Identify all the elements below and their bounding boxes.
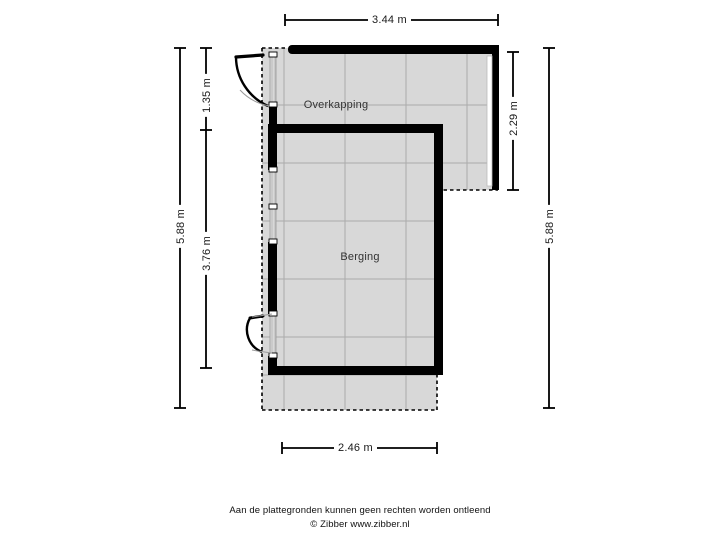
wall-berging-bottom — [268, 366, 443, 375]
wall-right-wing — [492, 45, 499, 190]
window-cap-bot-2 — [268, 238, 278, 245]
window-cap-bot-3 — [268, 352, 278, 359]
door-swing-group — [234, 53, 273, 354]
wall-group — [268, 45, 499, 375]
wall-berging-left-lower — [268, 356, 277, 375]
door-arc-top-thin — [239, 89, 271, 107]
door-arc-bottom-thin — [251, 313, 273, 318]
window-cap-top-1 — [268, 51, 278, 58]
dimension-label-left-inner-top: 1.35 m — [199, 74, 216, 117]
door-arc-bottom — [245, 317, 263, 354]
room-label-overkapping: Overkapping — [303, 99, 369, 111]
floor-fill-group — [262, 48, 498, 410]
dimension-label-left-outer: 5.88 m — [173, 205, 190, 248]
dimension-label-left-inner-bottom: 3.76 m — [199, 232, 216, 275]
wall-berging-left-middle — [268, 242, 277, 314]
door-leaf-top — [234, 53, 265, 59]
berging-floor-fill — [262, 128, 437, 410]
dimension-label-right-inner: 2.29 m — [506, 97, 523, 140]
dimension-label-bottom: 2.46 m — [334, 440, 377, 457]
footer-copyright: © Zibber www.zibber.nl — [310, 519, 410, 530]
dimension-label-top: 3.44 m — [368, 12, 411, 29]
wall-berging-top — [268, 124, 443, 133]
dimension-label-right-outer: 5.88 m — [542, 205, 559, 248]
window-cap-top-2 — [268, 166, 278, 173]
footer-disclaimer: Aan de plattegronden kunnen geen rechten… — [229, 505, 491, 516]
wall-overkapping-left-stub — [269, 104, 277, 128]
door-arc-bottom-thin2 — [251, 349, 273, 354]
wall-berging-left-upper — [268, 124, 277, 170]
wall-top — [288, 45, 498, 54]
door-leaf-bottom — [248, 314, 265, 320]
room-label-berging: Berging — [340, 251, 380, 263]
window-cap-mid-2 — [268, 203, 278, 210]
window-group — [268, 51, 493, 359]
door-arc-top — [234, 56, 269, 108]
wall-berging-right — [434, 124, 443, 374]
window-right-wing — [486, 55, 493, 187]
window-cap-top-3 — [268, 310, 278, 317]
window-cap-bot-1 — [268, 101, 278, 108]
